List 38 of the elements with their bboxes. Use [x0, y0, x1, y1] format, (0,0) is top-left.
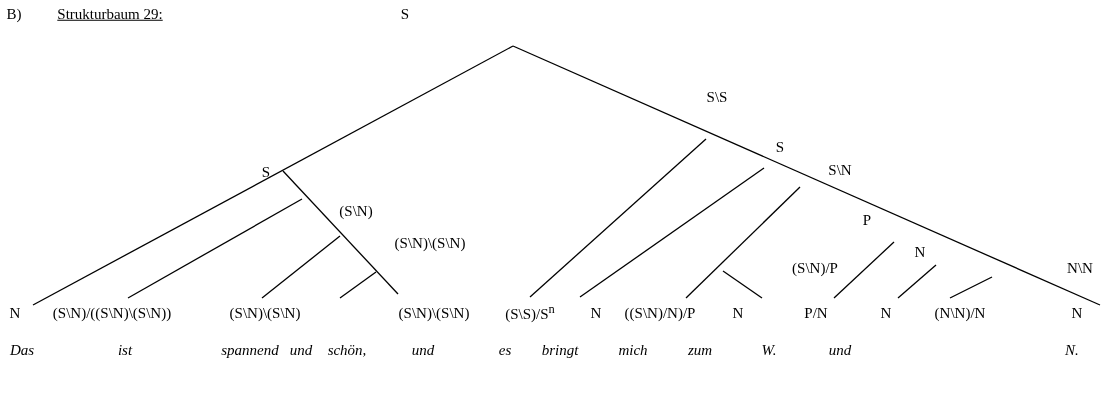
- tree-title: Strukturbaum 29:: [57, 5, 163, 23]
- category-label: S: [400, 5, 410, 23]
- word: und: [289, 341, 313, 359]
- category-label: (S\N)\(S\N): [229, 304, 301, 322]
- word: mich: [618, 341, 648, 359]
- category-label: (S\N)\(S\N): [398, 304, 470, 322]
- category-label: (S\N)/P: [792, 259, 838, 277]
- category-label: N: [880, 304, 892, 322]
- category-label: (N\N)/N: [934, 304, 986, 322]
- panel-letter: B): [6, 5, 22, 23]
- category-label: S\N: [828, 161, 852, 179]
- category-label: (S\N): [339, 202, 373, 220]
- word: ist: [117, 341, 133, 359]
- word: W.: [761, 341, 777, 359]
- category-label: S: [261, 163, 271, 181]
- word: N.: [1065, 341, 1079, 359]
- category-label: N: [732, 304, 744, 322]
- word: zum: [687, 341, 713, 359]
- category-label: S\S: [706, 88, 728, 106]
- category-label: N: [9, 304, 21, 322]
- category-label: (S\N)\(S\N): [394, 234, 466, 252]
- category-label: (S\N)/((S\N)\(S\N)): [52, 304, 172, 322]
- category-label: S: [775, 138, 785, 156]
- category-label: N: [914, 243, 926, 261]
- category-label: N: [590, 304, 602, 322]
- category-label: N\N: [1067, 259, 1093, 277]
- word: spannend: [221, 341, 279, 359]
- word: es: [498, 341, 512, 359]
- word: schön,: [327, 341, 367, 359]
- category-label: P/N: [804, 304, 828, 322]
- category-label: (S\S)/S$^{n}$: [505, 303, 555, 323]
- category-label: N: [1071, 304, 1083, 322]
- word: Das: [9, 341, 35, 359]
- category-label: P: [862, 211, 872, 229]
- category-label: ((S\N)/N)/P: [624, 304, 696, 322]
- word: und: [411, 341, 435, 359]
- word: und: [828, 341, 852, 359]
- word: bringt: [541, 341, 579, 359]
